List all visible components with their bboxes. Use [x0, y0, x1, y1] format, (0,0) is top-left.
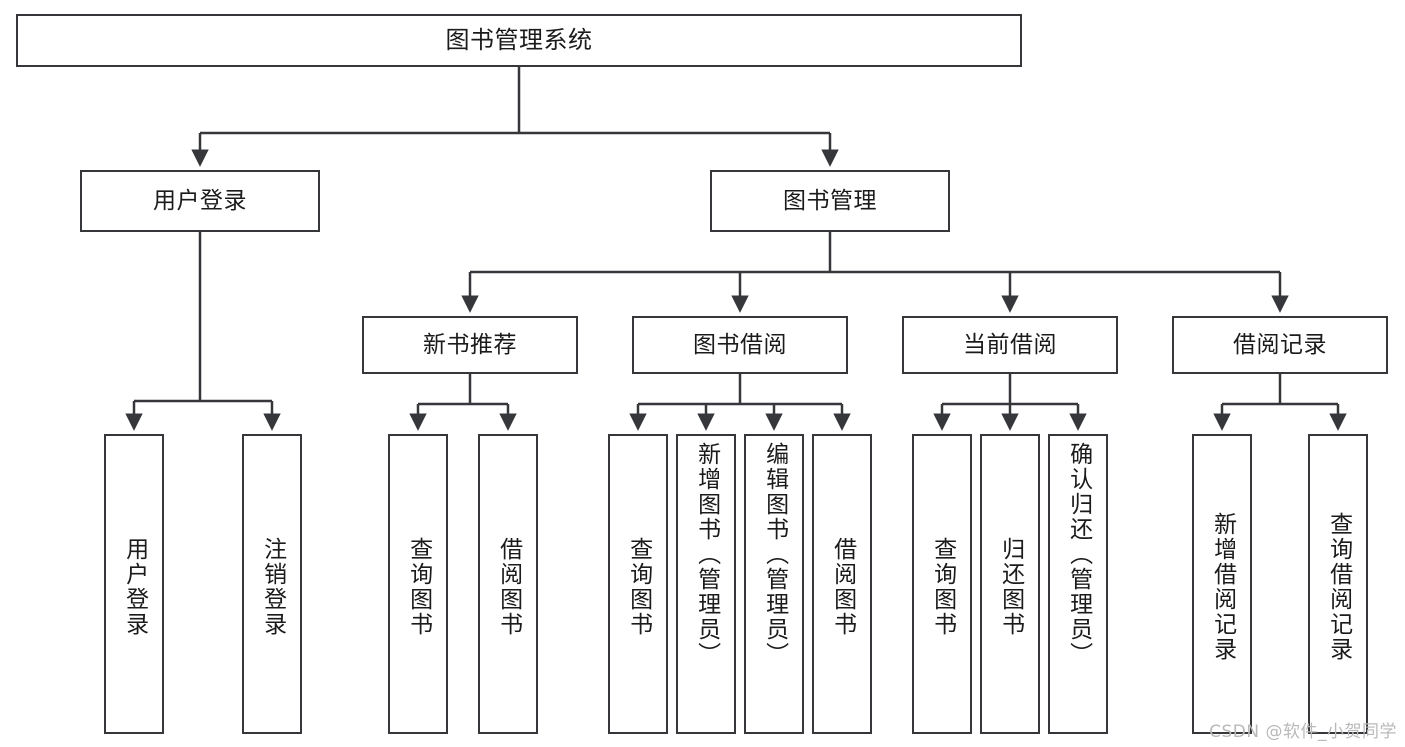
leaf-query-book-recommend[interactable]: 查询图书	[388, 434, 448, 734]
node-label: 借阅记录	[1233, 331, 1327, 358]
node-label: 新增借阅记录	[1209, 512, 1236, 662]
node-label: 注销登录	[259, 537, 286, 637]
node-label: 借阅图书	[829, 537, 856, 637]
node-borrow-record[interactable]: 借阅记录	[1172, 316, 1388, 374]
node-current-borrow[interactable]: 当前借阅	[902, 316, 1118, 374]
leaf-query-book-current[interactable]: 查询图书	[912, 434, 972, 734]
node-label: 新增图书（管理员）	[693, 442, 720, 667]
leaf-user-login[interactable]: 用户登录	[104, 434, 164, 734]
leaf-add-borrow-record[interactable]: 新增借阅记录	[1192, 434, 1252, 734]
node-label: 图书借阅	[693, 331, 787, 358]
node-label: 查询图书	[929, 537, 956, 637]
leaf-borrow-book-borrow[interactable]: 借阅图书	[812, 434, 872, 734]
node-label: 查询图书	[405, 537, 432, 637]
node-book-borrow[interactable]: 图书借阅	[632, 316, 848, 374]
leaf-add-book-admin[interactable]: 新增图书（管理员）	[676, 434, 736, 734]
leaf-edit-book-admin[interactable]: 编辑图书（管理员）	[744, 434, 804, 734]
node-root-system[interactable]: 图书管理系统	[16, 14, 1022, 67]
leaf-borrow-book-recommend[interactable]: 借阅图书	[478, 434, 538, 734]
node-label: 图书管理系统	[445, 25, 593, 54]
leaf-query-book-borrow[interactable]: 查询图书	[608, 434, 668, 734]
node-label: 图书管理	[783, 187, 877, 214]
node-label: 确认归还（管理员）	[1065, 442, 1092, 667]
node-label: 用户登录	[121, 537, 148, 637]
leaf-confirm-return-admin[interactable]: 确认归还（管理员）	[1048, 434, 1108, 734]
node-new-book-recommend[interactable]: 新书推荐	[362, 316, 578, 374]
node-label: 编辑图书（管理员）	[761, 442, 788, 667]
node-label: 归还图书	[997, 537, 1024, 637]
watermark-text: CSDN @软件_小贺同学	[1209, 722, 1397, 742]
node-user-login[interactable]: 用户登录	[80, 170, 320, 232]
node-label: 借阅图书	[495, 537, 522, 637]
node-label: 新书推荐	[423, 331, 517, 358]
node-book-manage[interactable]: 图书管理	[710, 170, 950, 232]
leaf-return-book[interactable]: 归还图书	[980, 434, 1040, 734]
node-label: 查询图书	[625, 537, 652, 637]
node-label: 查询借阅记录	[1325, 512, 1352, 662]
leaf-logout[interactable]: 注销登录	[242, 434, 302, 734]
node-label: 用户登录	[153, 187, 247, 214]
node-label: 当前借阅	[963, 331, 1057, 358]
leaf-query-borrow-record[interactable]: 查询借阅记录	[1308, 434, 1368, 734]
